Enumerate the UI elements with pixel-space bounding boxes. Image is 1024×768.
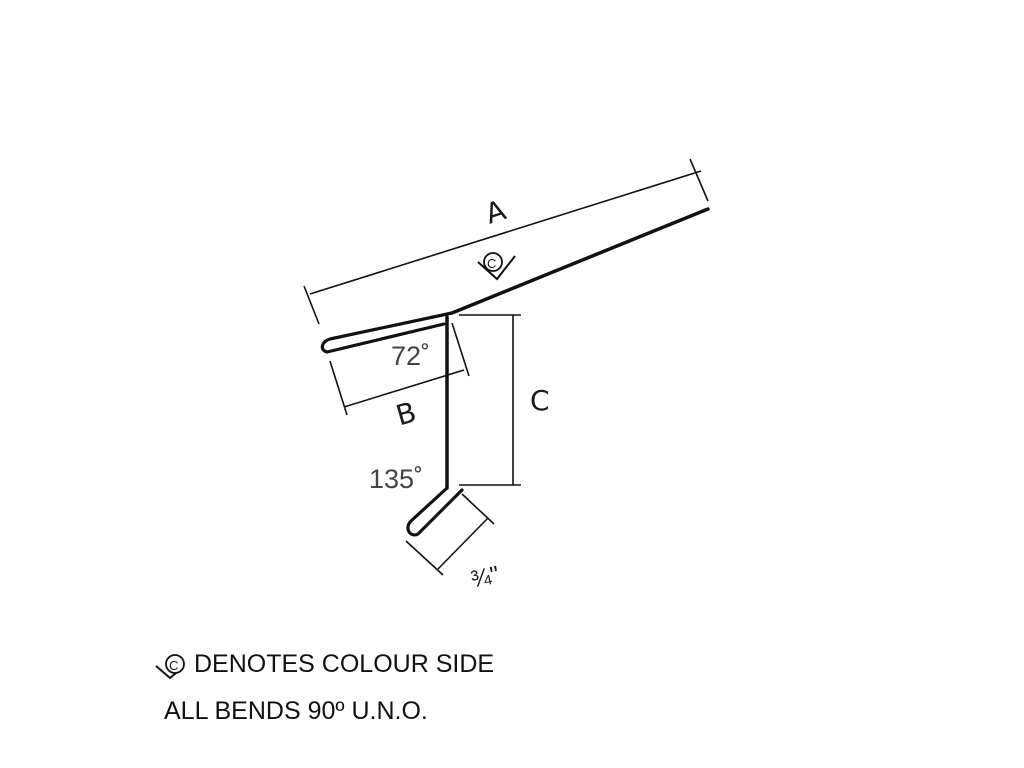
dimension-a-extension-right bbox=[689, 158, 709, 202]
legend-symbol: C bbox=[169, 658, 178, 673]
bottom-angled-leg bbox=[406, 486, 464, 537]
flashing-profile bbox=[320, 207, 710, 537]
dimension-a-extension-left bbox=[303, 285, 320, 325]
colour-side-arrow-icon bbox=[477, 255, 516, 281]
dimension-hem-extension-right bbox=[461, 493, 495, 525]
dimension-a-label: A bbox=[481, 193, 509, 230]
dimension-b-line bbox=[343, 369, 465, 408]
dimension-c bbox=[459, 314, 521, 486]
dimension-hem-line bbox=[437, 517, 489, 570]
dimension-a-line bbox=[309, 170, 702, 295]
dimension-b-extension-left bbox=[329, 360, 348, 416]
dimension-hem-label: ¾" bbox=[468, 561, 502, 593]
note-bends: ALL BENDS 90º U.N.O. bbox=[164, 697, 428, 725]
top-sloped-leg bbox=[450, 207, 710, 315]
colour-side-symbol: C bbox=[487, 256, 496, 271]
left-hem bbox=[320, 311, 454, 354]
note-colour-side: DENOTES COLOUR SIDE bbox=[194, 650, 495, 678]
dimension-hem bbox=[405, 493, 495, 576]
dimension-b-label: B bbox=[392, 395, 420, 432]
dimension-a bbox=[303, 158, 709, 325]
legend-circle-icon bbox=[165, 654, 185, 674]
dimension-hem-extension-left bbox=[405, 540, 444, 576]
dimension-b-extension-right bbox=[451, 322, 470, 377]
dimension-c-label: C bbox=[530, 384, 550, 417]
colour-side-marker: C bbox=[477, 252, 516, 281]
dimension-b bbox=[329, 322, 470, 416]
angle-label-bottom: 135˚ bbox=[369, 464, 423, 494]
colour-side-circle-icon bbox=[483, 252, 503, 272]
legend-colour-side-icon: C bbox=[155, 654, 185, 680]
angle-label-top: 72˚ bbox=[391, 341, 430, 371]
